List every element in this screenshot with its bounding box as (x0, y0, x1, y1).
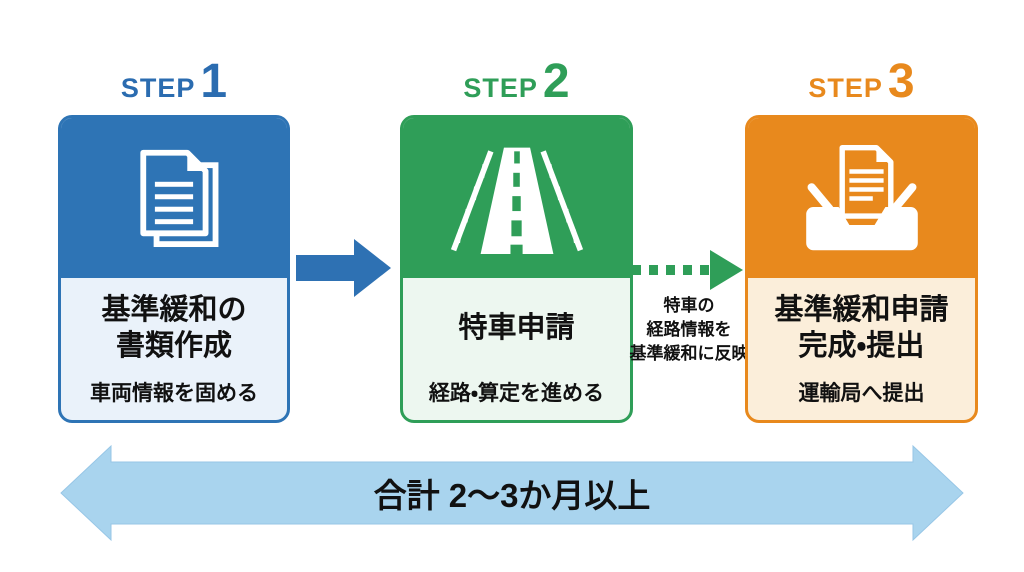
inbox-document-icon (805, 144, 918, 250)
step2-label-area: 特車申請 経路・算定を進める (403, 278, 630, 420)
step1-heading: STEP 1 (58, 58, 290, 114)
road-icon (450, 147, 583, 254)
step3-subtitle: 運輸局へ提出 (798, 382, 925, 405)
step2-heading: STEP 2 (400, 58, 633, 114)
step2-number: 2 (542, 55, 570, 108)
step2-box: 特車申請 経路・算定を進める (400, 115, 633, 423)
step2-label: STEP (463, 73, 538, 103)
step3-box: 基準緩和申請 完成・提出 運輸局へ提出 (745, 115, 978, 423)
step1-label-area: 基準緩和の 書類作成 車両情報を固める (61, 278, 287, 420)
step1-icon-area (61, 118, 287, 278)
timeline-arrow: 合計 2〜3か月以上 (57, 443, 967, 543)
step1-number: 1 (200, 55, 228, 108)
step2-subtitle: 経路・算定を進める (428, 382, 605, 405)
step1-subtitle: 車両情報を固める (90, 382, 258, 405)
documents-icon (140, 149, 219, 248)
step3-label-area: 基準緩和申請 完成・提出 運輸局へ提出 (748, 278, 975, 420)
arrow-step2-to-step3 (632, 250, 743, 290)
flow-note: 特車の 経路情報を 基準緩和に反映 (629, 296, 749, 363)
step1-title: 基準緩和の 書類作成 (101, 293, 247, 362)
step3-heading: STEP 3 (745, 58, 978, 114)
timeline-label: 合計 2〜3か月以上 (373, 477, 651, 514)
step3-title: 基準緩和申請 完成・提出 (774, 293, 949, 362)
step1-label: STEP (120, 73, 196, 103)
step3-icon-area (748, 118, 975, 278)
double-arrow-icon (60, 444, 964, 542)
arrow-step1-to-step2 (296, 239, 391, 297)
step3-number: 3 (887, 55, 915, 108)
step2-icon-area (403, 118, 630, 278)
step1-box: 基準緩和の 書類作成 車両情報を固める (58, 115, 290, 423)
step2-title: 特車申請 (458, 311, 575, 344)
step3-label: STEP (808, 73, 883, 103)
